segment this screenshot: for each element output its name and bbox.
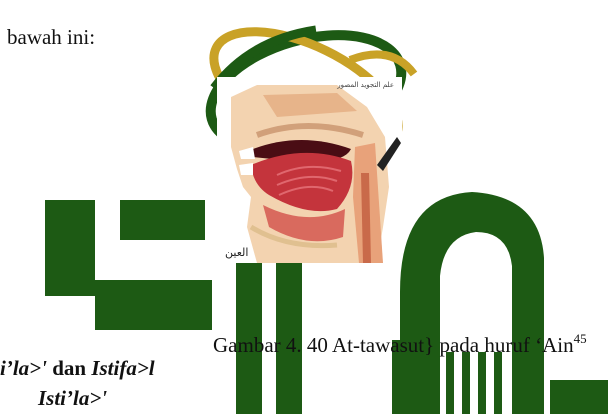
articulation-figure: علم التجويد المصور العين [217,77,402,263]
intro-text: bawah ini: [7,27,95,48]
heading-term-2: Istifa>l [91,356,154,380]
subsection-heading: Isti’la>' [38,388,107,409]
section-heading: i’la>' dan Istifa>l [0,358,155,379]
figure-caption: Gambar 4. 40 At-tawasut} pada huruf ‘Ain… [213,335,587,356]
mouth-cross-section-illustration [217,77,402,263]
caption-text: Gambar 4. 40 At-tawasut} pada huruf ‘Ain [213,333,574,357]
figure-label: العين [225,246,248,259]
footnote-ref: 45 [574,331,587,346]
heading-connector: dan [47,356,91,380]
heading-term-1: i’la>' [0,356,47,380]
figure-source-tag: علم التجويد المصور [337,81,394,89]
